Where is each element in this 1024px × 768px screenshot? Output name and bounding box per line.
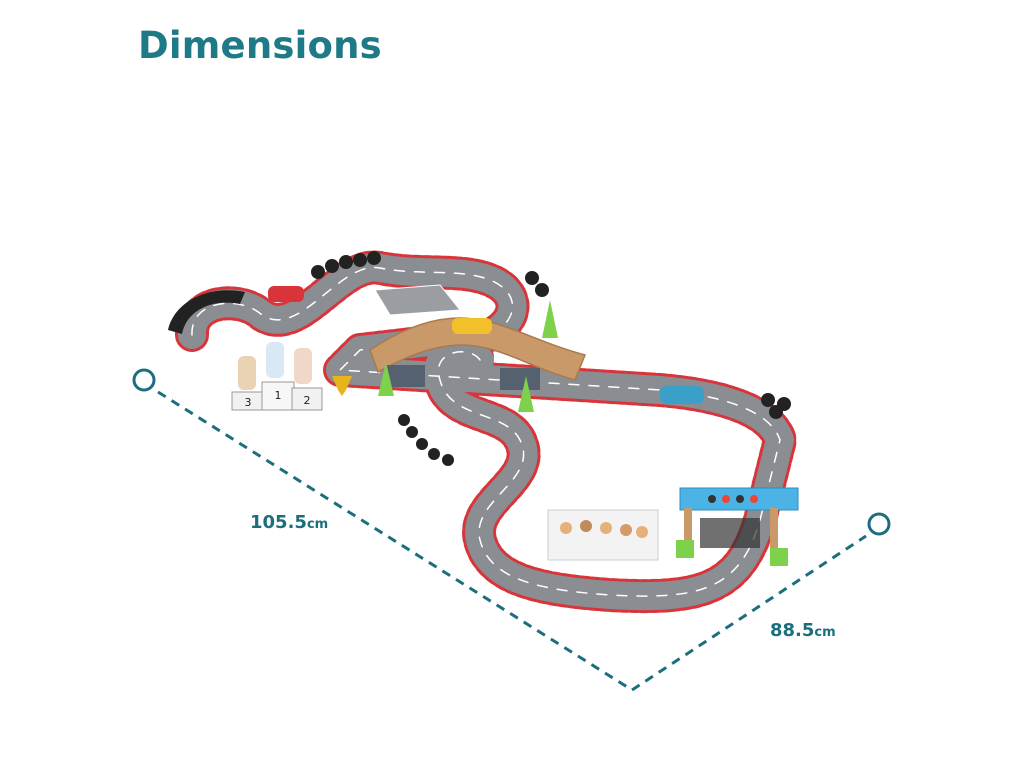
podium: 3 1 2: [231, 342, 352, 411]
dimension-lines: [157, 390, 867, 692]
length-unit: cm: [306, 517, 329, 532]
length-dimension-line: [157, 390, 633, 692]
length-dimension-label: 105.5cm: [250, 512, 328, 533]
podium-second-label: 2: [304, 394, 311, 407]
pit-area: [374, 284, 461, 316]
trees: [378, 300, 558, 412]
podium-first-label: 1: [275, 389, 282, 402]
width-value: 88.5: [770, 620, 815, 641]
length-value: 105.5: [250, 512, 307, 533]
bridge: [369, 317, 587, 390]
trophy-icon: [332, 376, 352, 396]
width-unit: cm: [814, 625, 836, 640]
tyre-stacks: [168, 251, 791, 466]
magnifier-endpoint-icon: [867, 512, 891, 536]
podium-third-label: 3: [245, 396, 252, 409]
page-title: Dimensions: [138, 24, 382, 67]
spectator-stand: [547, 509, 659, 561]
start-gantry: [676, 487, 799, 566]
magnifier-endpoint-icon: [132, 368, 156, 392]
width-dimension-label: 88.5cm: [770, 620, 836, 641]
cars: [268, 286, 704, 404]
